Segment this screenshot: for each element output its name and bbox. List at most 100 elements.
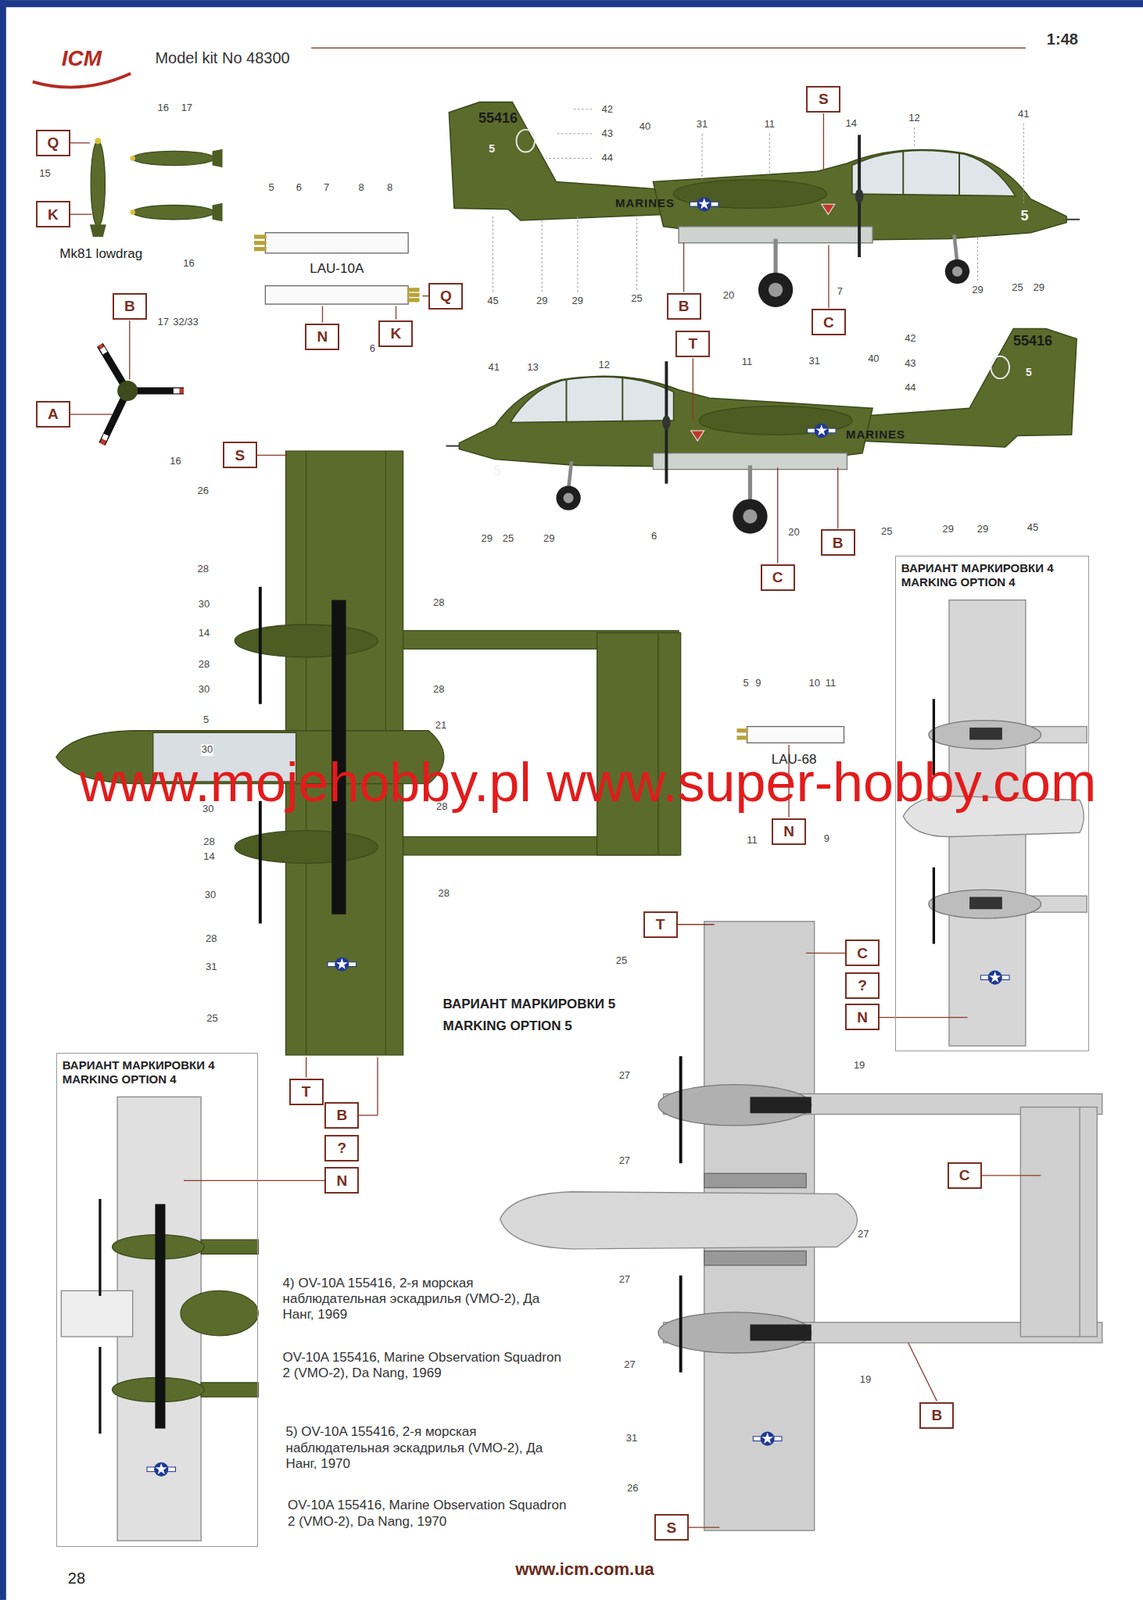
aircraft-marking: MARINES bbox=[615, 197, 675, 211]
part-letter-box: N bbox=[324, 1167, 359, 1194]
leader-line bbox=[908, 1343, 938, 1401]
header-rule bbox=[311, 47, 1026, 49]
leader-line bbox=[356, 1114, 378, 1116]
callout-number: 41 bbox=[487, 361, 501, 373]
option-heading: ВАРИАНТ МАРКИРОВКИ 5 bbox=[443, 997, 617, 1013]
bottom-view-option4-right bbox=[902, 600, 1087, 1047]
bomb-drawing bbox=[89, 224, 107, 237]
bomb-drawing bbox=[132, 204, 215, 219]
leader-line bbox=[254, 455, 288, 456]
part-name: Mk81 lowdrag bbox=[59, 247, 143, 262]
part-letter: B bbox=[678, 298, 690, 314]
bottom-view-option5 bbox=[749, 1324, 811, 1341]
option-heading: MARKING OPTION 5 bbox=[443, 1019, 573, 1035]
callout-number: 28 bbox=[197, 563, 210, 575]
part-letter: S bbox=[818, 91, 829, 107]
aircraft-marking: 5 bbox=[1021, 208, 1029, 225]
callout-number: 40 bbox=[867, 353, 880, 365]
part-letter: ? bbox=[336, 1140, 347, 1156]
propeller-drawing bbox=[173, 388, 180, 395]
leader-line bbox=[67, 214, 92, 215]
bomb-drawing bbox=[212, 149, 223, 168]
part-letter-box: S bbox=[806, 85, 841, 113]
part-letter-box: ? bbox=[845, 972, 880, 1000]
bomb-drawing bbox=[90, 140, 105, 227]
scale-text: 1:48 bbox=[1046, 30, 1079, 48]
callout-number: 31 bbox=[625, 1433, 638, 1444]
callout-number: 29 bbox=[971, 284, 984, 296]
bomb-drawing bbox=[129, 209, 136, 215]
callout-number: 14 bbox=[197, 627, 211, 639]
part-letter: N bbox=[317, 329, 329, 344]
leader-line bbox=[67, 413, 112, 415]
part-letter-box: ? bbox=[324, 1135, 359, 1162]
rocket-pod-drawing bbox=[265, 286, 409, 305]
part-letter-box: S bbox=[654, 1514, 689, 1541]
callout-number: 10 bbox=[807, 677, 821, 689]
callout-number: 9 bbox=[823, 833, 831, 845]
rocket-pod-drawing bbox=[265, 232, 409, 254]
aircraft-marking: 5 bbox=[493, 463, 502, 480]
marking-panel: ВАРИАНТ МАРКИРОВКИ 4MARKING OPTION 4 bbox=[56, 1053, 258, 1548]
callout-number: 44 bbox=[600, 152, 613, 164]
callout-number: 44 bbox=[903, 382, 917, 394]
callout-number: 11 bbox=[745, 834, 759, 846]
aircraft-marking: MARINES bbox=[845, 428, 906, 442]
leader-line bbox=[376, 1057, 378, 1115]
leader-line bbox=[876, 1017, 968, 1018]
bottom-view-option4-right bbox=[969, 727, 1003, 741]
callout-leader bbox=[702, 133, 703, 180]
callout-number: 31 bbox=[695, 118, 709, 130]
callout-number: 29 bbox=[571, 295, 585, 307]
part-letter-box: C bbox=[760, 564, 796, 592]
callout-number: 19 bbox=[852, 1060, 866, 1072]
part-letter: Q bbox=[46, 135, 59, 151]
leader-line bbox=[683, 243, 685, 293]
callout-number: 43 bbox=[600, 128, 613, 140]
callout-number: 14 bbox=[202, 851, 215, 863]
rocket-pod-drawing bbox=[407, 287, 420, 292]
part-letter-box: N bbox=[304, 323, 340, 351]
callout-number: 19 bbox=[859, 1374, 872, 1386]
rocket-pod-drawing bbox=[254, 240, 267, 245]
callout-number: 13 bbox=[526, 361, 539, 373]
aircraft-marking: 5 bbox=[1025, 366, 1032, 379]
bottom-view-option4-left bbox=[98, 1199, 101, 1297]
top-view-green bbox=[234, 624, 378, 658]
callout-number: 25 bbox=[880, 526, 893, 538]
top-view-green bbox=[597, 632, 681, 856]
leader-line bbox=[777, 467, 778, 564]
callout-number: 14 bbox=[844, 118, 857, 129]
part-name: LAU-10A bbox=[309, 261, 364, 277]
page-edge bbox=[0, 0, 1143, 8]
rocket-pod-drawing bbox=[736, 735, 748, 740]
side-view-left bbox=[448, 102, 1080, 308]
option-description: 5) OV-10A 155416, 2-я морская наблюдател… bbox=[286, 1424, 568, 1473]
callout-number: 31 bbox=[204, 961, 218, 973]
part-letter-box: Q bbox=[35, 129, 71, 157]
bottom-view-option4-left bbox=[60, 1290, 133, 1337]
bomb-drawing bbox=[129, 155, 136, 162]
callout-number: 30 bbox=[197, 598, 211, 610]
part-letter: C bbox=[772, 569, 784, 585]
callout-number: 5 bbox=[202, 714, 210, 726]
part-letter-box: T bbox=[675, 330, 710, 358]
part-letter: C bbox=[959, 1168, 971, 1183]
part-letter-box: A bbox=[35, 401, 71, 428]
bottom-view-option5 bbox=[749, 1096, 811, 1114]
callout-number: 42 bbox=[600, 103, 613, 115]
callout-number: 26 bbox=[626, 1483, 639, 1495]
bottom-view-option5 bbox=[752, 1432, 782, 1447]
propeller-drawing bbox=[100, 344, 184, 445]
leader-line bbox=[67, 142, 90, 144]
leader-line bbox=[806, 953, 849, 954]
top-view-green bbox=[258, 801, 262, 925]
callout-number: 41 bbox=[1017, 108, 1030, 120]
callout-number: 16 bbox=[168, 455, 182, 467]
part-letter: N bbox=[856, 1010, 868, 1025]
callout-leader bbox=[541, 218, 543, 292]
callout-number: 27 bbox=[856, 1228, 870, 1240]
part-letter: T bbox=[301, 1084, 312, 1100]
part-letter: B bbox=[124, 298, 136, 314]
callout-leader bbox=[769, 133, 771, 174]
